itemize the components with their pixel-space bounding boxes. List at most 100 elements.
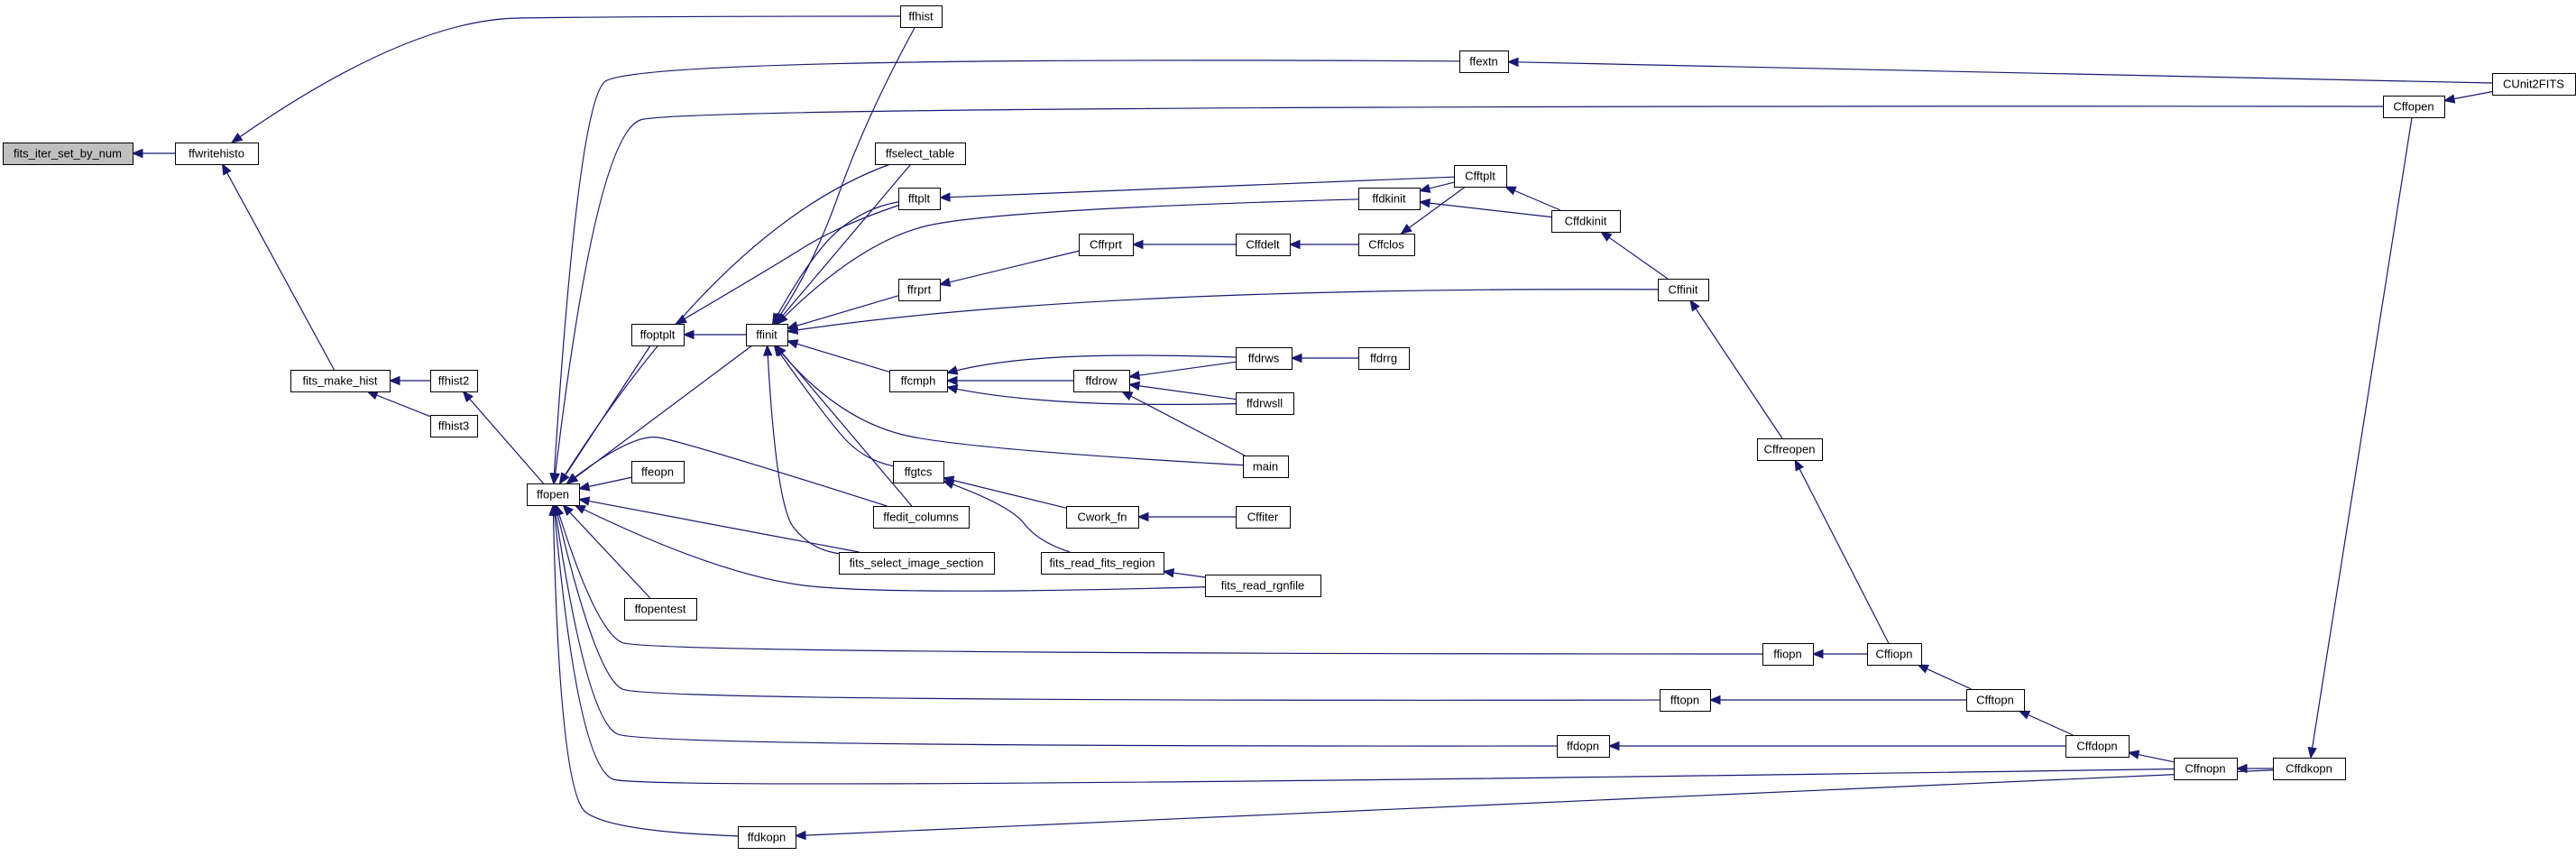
node-Cffclos[interactable]: Cffclos [1358, 234, 1415, 256]
node-box[interactable] [1358, 188, 1421, 210]
node-box[interactable] [1658, 279, 1709, 301]
node-label: ffiopn [1773, 648, 1802, 661]
node-fits_read_rgnfile[interactable]: fits_read_rgnfile [1205, 575, 1321, 597]
node-box[interactable] [1551, 210, 1621, 233]
node-Cffreopen[interactable]: Cffreopen [1757, 438, 1823, 461]
node-box[interactable] [1066, 506, 1139, 529]
node-box[interactable] [2273, 758, 2346, 780]
node-box[interactable] [1236, 347, 1293, 370]
node-box[interactable] [631, 461, 685, 483]
node-box[interactable] [900, 5, 943, 28]
node-ffeopn[interactable]: ffeopn [631, 461, 685, 483]
node-box[interactable] [875, 143, 966, 165]
node-label: Cffnopn [2185, 762, 2225, 776]
node-ffdrrg[interactable]: ffdrrg [1358, 347, 1410, 370]
node-ffwritehisto[interactable]: ffwritehisto [175, 143, 259, 165]
edge-ffopen-to-ffdopn [554, 504, 1558, 747]
node-box[interactable] [746, 324, 788, 346]
node-ffrprt[interactable]: ffrprt [898, 279, 941, 301]
node-ffhist3[interactable]: ffhist3 [430, 415, 478, 437]
node-Cffinit[interactable]: Cffinit [1658, 279, 1709, 301]
node-ffextn[interactable]: ffextn [1459, 51, 1509, 73]
node-box[interactable] [1762, 643, 1814, 666]
node-box[interactable] [889, 370, 948, 392]
node-ffoptplt[interactable]: ffoptplt [631, 324, 685, 346]
node-box[interactable] [2383, 96, 2445, 118]
node-box[interactable] [2065, 735, 2130, 758]
node-box[interactable] [1459, 51, 1509, 73]
node-ffdrow[interactable]: ffdrow [1073, 370, 1130, 392]
node-box[interactable] [1358, 347, 1410, 370]
node-ffdkopn[interactable]: ffdkopn [738, 826, 796, 849]
node-Cffdelt[interactable]: Cffdelt [1236, 234, 1291, 256]
node-box[interactable] [738, 826, 796, 849]
node-box[interactable] [2174, 758, 2238, 780]
node-ffdrws[interactable]: ffdrws [1236, 347, 1293, 370]
node-Cffrprt[interactable]: Cffrprt [1079, 234, 1134, 256]
node-Cffdkopn[interactable]: Cffdkopn [2273, 758, 2346, 780]
node-box[interactable] [1079, 234, 1134, 256]
node-box[interactable] [1757, 438, 1823, 461]
node-Cfftplt[interactable]: Cfftplt [1454, 165, 1507, 188]
node-ffcmph[interactable]: ffcmph [889, 370, 948, 392]
node-box[interactable] [1867, 643, 1922, 666]
node-box[interactable] [1041, 552, 1164, 575]
node-box[interactable] [1358, 234, 1415, 256]
node-fits_make_hist[interactable]: fits_make_hist [290, 370, 391, 392]
node-ffiopn[interactable]: ffiopn [1762, 643, 1814, 666]
node-main[interactable]: main [1243, 456, 1289, 478]
node-ffdopn[interactable]: ffdopn [1557, 735, 1610, 758]
node-ffopen[interactable]: ffopen [527, 483, 580, 506]
node-Cffdkinit[interactable]: Cffdkinit [1551, 210, 1621, 233]
node-ffedit_columns[interactable]: ffedit_columns [873, 506, 970, 529]
node-ffgtcs[interactable]: ffgtcs [893, 461, 944, 483]
node-box[interactable] [290, 370, 391, 392]
node-Cffiopn[interactable]: Cffiopn [1867, 643, 1922, 666]
node-box[interactable] [898, 188, 941, 210]
node-box[interactable] [1205, 575, 1321, 597]
node-ffhist2[interactable]: ffhist2 [430, 370, 478, 392]
node-box[interactable] [1243, 456, 1289, 478]
node-ffdkinit[interactable]: ffdkinit [1358, 188, 1421, 210]
node-ffselect_table[interactable]: ffselect_table [875, 143, 966, 165]
node-box[interactable] [2492, 73, 2576, 96]
node-ffhist[interactable]: ffhist [900, 5, 943, 28]
node-ffopentest[interactable]: ffopentest [624, 598, 697, 621]
node-box[interactable] [1454, 165, 1507, 188]
node-Cwork_fn[interactable]: Cwork_fn [1066, 506, 1139, 529]
node-box[interactable] [898, 279, 941, 301]
node-box[interactable] [1966, 689, 2025, 712]
node-box[interactable] [1236, 506, 1291, 529]
node-ffinit[interactable]: ffinit [746, 324, 788, 346]
node-box[interactable] [631, 324, 685, 346]
node-box[interactable] [175, 143, 259, 165]
node-fftopn[interactable]: fftopn [1660, 689, 1711, 712]
node-Cfftopn[interactable]: Cfftopn [1966, 689, 2025, 712]
node-box[interactable] [527, 483, 580, 506]
node-Cffopen[interactable]: Cffopen [2383, 96, 2445, 118]
node-box[interactable] [624, 598, 697, 621]
node-box[interactable] [1660, 689, 1711, 712]
edge-ffinit-to-ffdkinit [777, 198, 1359, 325]
node-box[interactable] [430, 415, 478, 437]
node-fftplt[interactable]: fftplt [898, 188, 941, 210]
node-fits_iter_set_by_num[interactable]: fits_iter_set_by_num [3, 143, 133, 165]
node-box[interactable] [1557, 735, 1610, 758]
node-box[interactable] [893, 461, 944, 483]
node-box[interactable] [3, 143, 133, 165]
edge-ffopen-to-ffopentest [562, 504, 651, 599]
node-box[interactable] [1236, 392, 1294, 415]
node-CUnit2FITS[interactable]: CUnit2FITS [2492, 73, 2576, 96]
node-ffdrwsll[interactable]: ffdrwsll [1236, 392, 1294, 415]
node-Cffdopn[interactable]: Cffdopn [2065, 735, 2130, 758]
node-fits_read_fits_region[interactable]: fits_read_fits_region [1041, 552, 1164, 575]
node-box[interactable] [1236, 234, 1291, 256]
node-box[interactable] [839, 552, 995, 575]
node-box[interactable] [1073, 370, 1130, 392]
node-Cffiter[interactable]: Cffiter [1236, 506, 1291, 529]
node-box[interactable] [430, 370, 478, 392]
node-Cffnopn[interactable]: Cffnopn [2174, 758, 2238, 780]
node-fits_select_image_section[interactable]: fits_select_image_section [839, 552, 995, 575]
node-box[interactable] [873, 506, 970, 529]
